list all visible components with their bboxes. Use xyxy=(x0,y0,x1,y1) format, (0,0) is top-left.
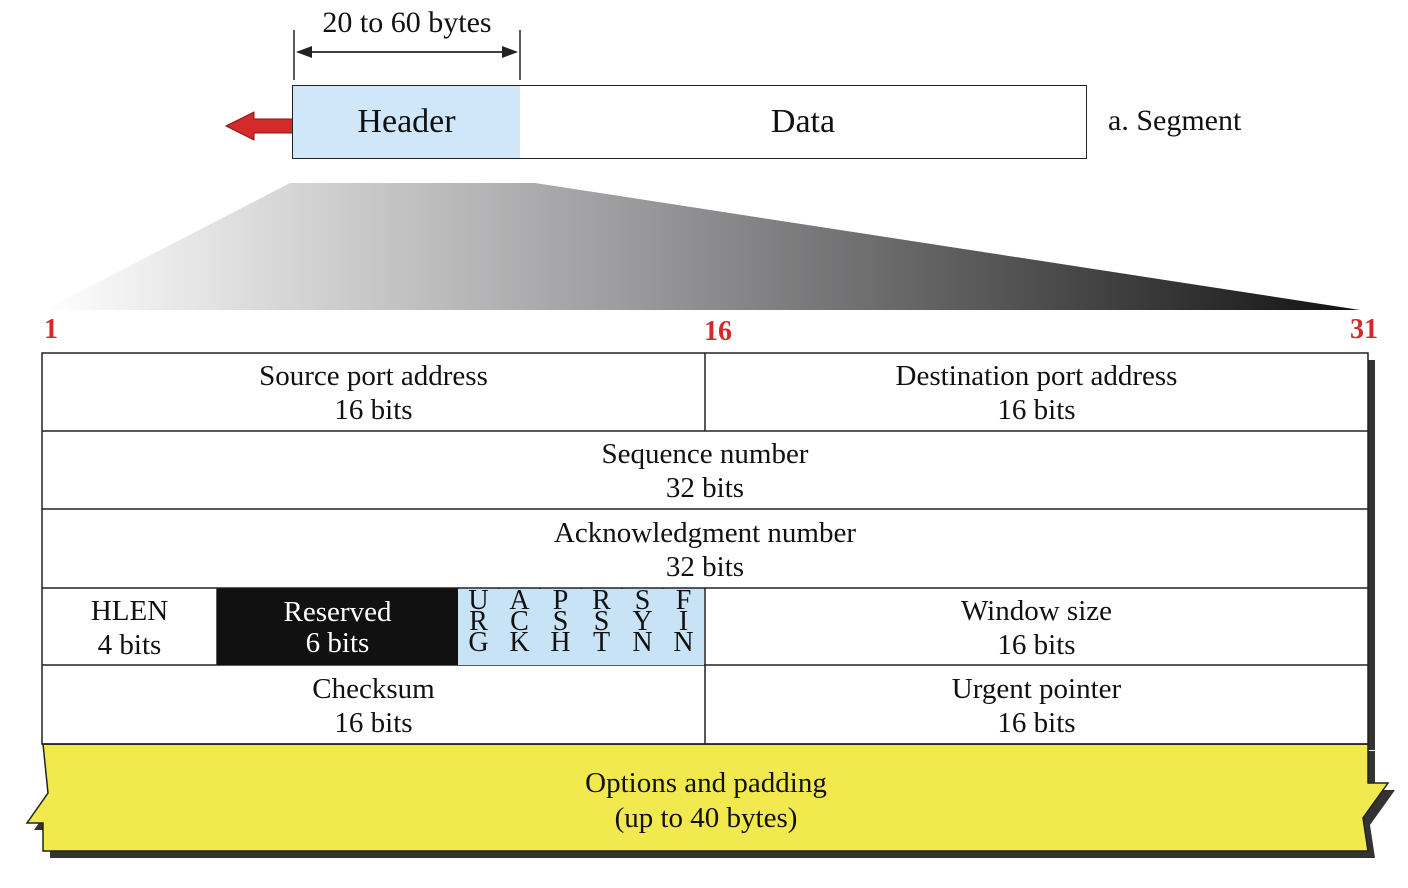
field-options: Options and padding (up to 40 bytes) xyxy=(44,766,1368,836)
flag-letter: R xyxy=(592,585,611,616)
field-name: Window size xyxy=(960,594,1113,627)
flag-urg: U R G xyxy=(458,585,499,665)
segment-size-label: 20 to 60 bytes xyxy=(322,6,492,39)
field-size: (up to 40 bytes) xyxy=(614,802,798,834)
field-size: 6 bits xyxy=(305,626,370,659)
field-name: Reserved xyxy=(283,595,392,628)
field-sequence-number: Sequence number 32 bits xyxy=(42,433,1368,509)
field-name: Options and padding xyxy=(585,767,827,799)
field-size: 16 bits xyxy=(997,394,1076,426)
segment-header-label: Header xyxy=(357,103,456,140)
flag-psh: P S H xyxy=(540,585,581,665)
field-name: Destination port address xyxy=(895,360,1178,392)
flag-letter: Y xyxy=(632,606,653,637)
field-name: Acknowledgment number xyxy=(553,516,856,549)
bit-number-start: 1 xyxy=(44,314,58,345)
size-dimension-arrow xyxy=(293,30,521,80)
flag-letter: S xyxy=(593,606,610,637)
field-size: 16 bits xyxy=(334,394,413,426)
flag-letter: N xyxy=(632,627,653,658)
flag-letter: P xyxy=(552,585,569,616)
field-size: 16 bits xyxy=(334,706,413,739)
direction-arrow-icon xyxy=(224,111,295,141)
zoom-fan xyxy=(44,183,1360,310)
field-window-size: Window size 16 bits xyxy=(705,590,1368,665)
field-size: 32 bits xyxy=(665,472,745,504)
field-name: Checksum xyxy=(312,672,435,705)
field-source-port: Source port address 16 bits xyxy=(42,355,705,431)
flag-fin: F I N xyxy=(663,585,704,665)
flag-letter: K xyxy=(509,627,530,658)
flag-letter: F xyxy=(675,585,692,616)
field-size: 32 bits xyxy=(665,550,745,583)
field-checksum: Checksum 16 bits xyxy=(42,667,705,744)
flag-ack: A C K xyxy=(499,585,540,665)
field-name: HLEN xyxy=(90,594,169,627)
segment-data-box: Data xyxy=(520,85,1087,159)
options-shape xyxy=(25,743,1390,852)
flag-rst: R S T xyxy=(581,585,622,665)
segment-data-label: Data xyxy=(770,103,836,140)
field-acknowledgment-number: Acknowledgment number 32 bits xyxy=(42,511,1368,588)
flag-letter: G xyxy=(468,627,489,658)
field-destination-port: Destination port address 16 bits xyxy=(705,355,1368,431)
flag-letter: T xyxy=(592,627,611,658)
field-name: Urgent pointer xyxy=(951,672,1122,705)
flag-letter: R xyxy=(469,606,488,637)
field-size: 4 bits xyxy=(97,628,162,661)
flag-letter: I xyxy=(678,606,689,637)
flag-letter: S xyxy=(634,585,651,616)
field-hlen: HLEN 4 bits xyxy=(42,590,217,665)
flag-letter: U xyxy=(468,585,489,616)
field-reserved: Reserved 6 bits xyxy=(217,590,458,665)
bit-number-end: 31 xyxy=(1350,314,1378,345)
bit-number-middle: 16 xyxy=(704,316,732,347)
field-name: Source port address xyxy=(259,360,488,392)
flag-syn: S Y N xyxy=(622,585,663,665)
segment-caption: a. Segment xyxy=(1108,104,1242,137)
flag-letter: N xyxy=(673,627,694,658)
flag-letter: C xyxy=(510,606,529,637)
flag-letter: H xyxy=(550,627,571,658)
field-urgent-pointer: Urgent pointer 16 bits xyxy=(705,667,1368,744)
segment-header-box: Header xyxy=(292,85,521,159)
flag-letter: S xyxy=(552,606,569,637)
flag-letter: A xyxy=(509,585,530,616)
field-size: 16 bits xyxy=(997,628,1076,661)
field-name: Sequence number xyxy=(601,438,809,470)
field-size: 16 bits xyxy=(997,706,1076,739)
